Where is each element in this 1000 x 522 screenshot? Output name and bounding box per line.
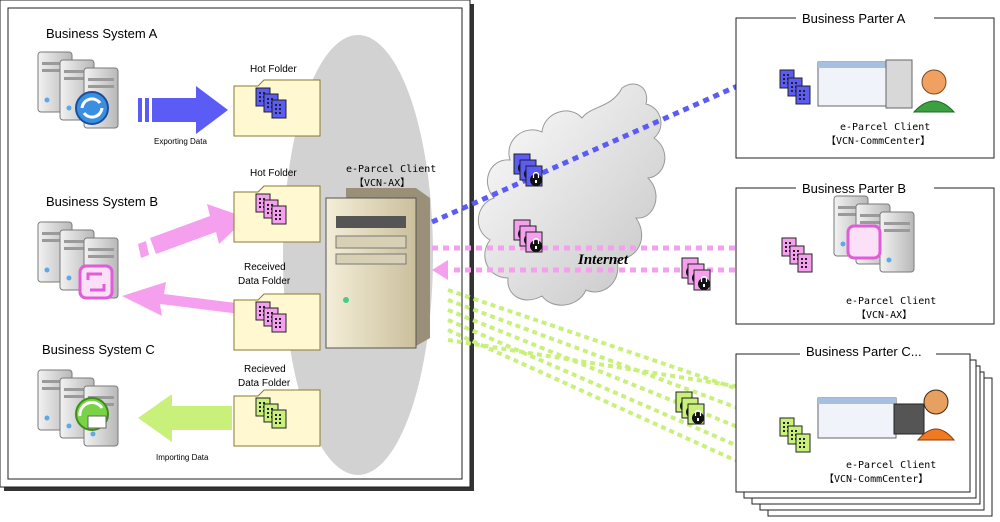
server-subtitle: 【VCN-AX】 bbox=[354, 177, 410, 189]
blue-link bbox=[430, 73, 762, 225]
system-c-rack bbox=[37, 369, 119, 447]
import-arrow bbox=[138, 394, 232, 442]
monitor-window-icon bbox=[817, 61, 899, 107]
system-b-rack bbox=[37, 221, 119, 300]
system-b-label: Business System B bbox=[46, 194, 158, 209]
lock-envelope-icon bbox=[681, 257, 711, 291]
green-links bbox=[447, 288, 771, 478]
pink-sync-icon bbox=[78, 264, 114, 300]
person-icon bbox=[923, 389, 949, 415]
partner-a-client: e-Parcel Client bbox=[840, 122, 930, 133]
partner-c-client: e-Parcel Client bbox=[846, 460, 936, 471]
internet-cloud-icon bbox=[477, 83, 666, 306]
server-title: e-Parcel Client bbox=[346, 164, 436, 175]
hot-folder-a-label: Hot Folder bbox=[250, 64, 297, 75]
pink-links bbox=[432, 245, 772, 273]
partner-c-name: Business Parter C... bbox=[806, 344, 922, 359]
partner-a-box bbox=[735, 10, 995, 159]
export-arrow bbox=[138, 86, 228, 134]
partner-a-name: Business Parter A bbox=[802, 11, 906, 26]
partner-c-product: 【VCN-CommCenter】 bbox=[824, 473, 928, 485]
hot-folder-b-label: Hot Folder bbox=[250, 168, 297, 179]
system-c-caption: Importing Data bbox=[156, 453, 209, 462]
hot-folder-a bbox=[233, 79, 321, 137]
hot-folder-b bbox=[233, 185, 321, 243]
monitor-window-icon bbox=[817, 397, 897, 439]
partner-c-stack bbox=[735, 344, 993, 517]
system-a-caption: Exporting Data bbox=[154, 137, 207, 146]
partner-a-product: 【VCN-CommCenter】 bbox=[826, 135, 930, 147]
system-a-label: Business System A bbox=[46, 26, 158, 41]
sync-icon bbox=[75, 91, 109, 125]
received-folder-b bbox=[233, 293, 321, 351]
internet-label: Internet bbox=[577, 252, 629, 268]
partner-b-box bbox=[735, 180, 995, 325]
system-c-label: Business System C bbox=[42, 342, 155, 357]
partner-b-name: Business Parter B bbox=[802, 181, 906, 196]
received-folder-c bbox=[233, 389, 321, 447]
partner-b-client: e-Parcel Client bbox=[846, 296, 936, 307]
received-folder-c-label-2: Data Folder bbox=[238, 378, 291, 389]
partner-b-product: 【VCN-AX】 bbox=[856, 309, 912, 321]
system-a-rack bbox=[37, 51, 119, 129]
received-folder-b-label-1: Received bbox=[244, 262, 286, 273]
central-tower-server-icon bbox=[325, 188, 430, 349]
tower-server-icon bbox=[885, 59, 913, 109]
person-icon bbox=[921, 69, 947, 95]
received-folder-c-label-1: Recieved bbox=[244, 364, 286, 375]
received-folder-b-label-2: Data Folder bbox=[238, 276, 291, 287]
pink-arrow-up bbox=[138, 204, 247, 258]
